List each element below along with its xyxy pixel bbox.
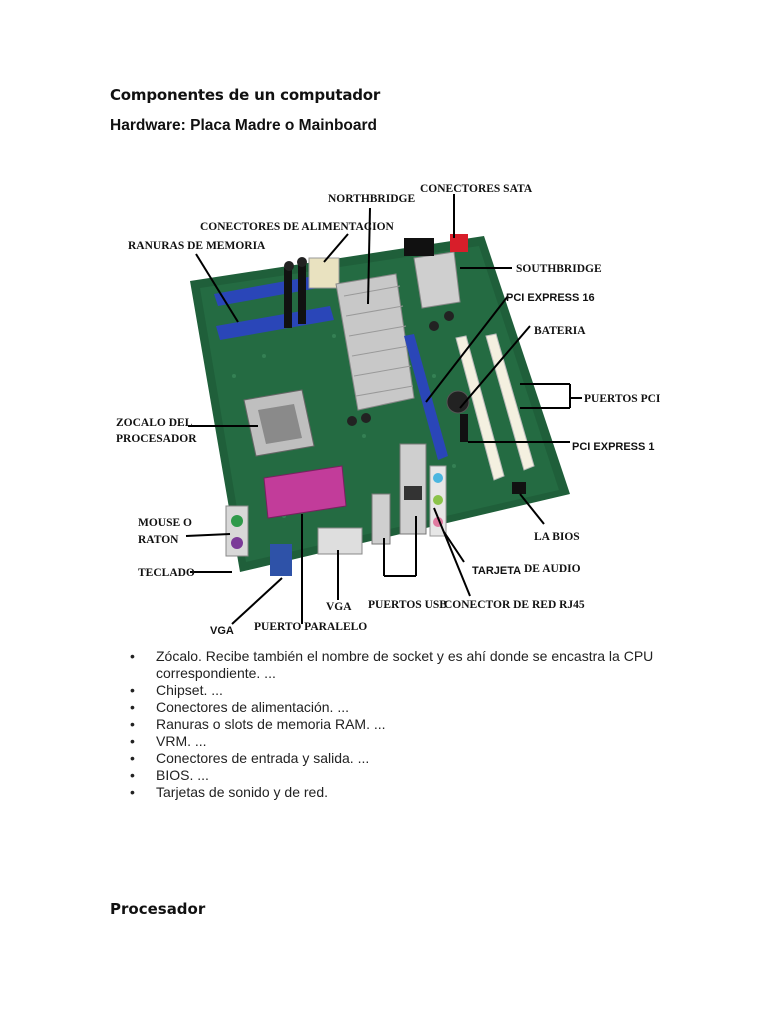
- label-bateria: BATERIA: [534, 325, 586, 337]
- vga-port-right: [318, 528, 362, 554]
- audio-jacks: [430, 466, 446, 536]
- list-item: BIOS. ...: [130, 767, 660, 784]
- sata-connectors: [404, 238, 434, 256]
- power-connector: [309, 258, 339, 288]
- label-conectores-alimentacion: CONECTORES DE ALIMENTACION: [200, 221, 395, 233]
- label-mouse-line2: RATON: [138, 534, 179, 546]
- label-pci-express-16: PCI EXPRESS 16: [506, 292, 595, 304]
- label-pci-express-1: PCI EXPRESS 1: [572, 441, 655, 453]
- label-zocalo-line1: ZOCALO DEL: [116, 417, 193, 429]
- cpu-socket: [244, 390, 314, 456]
- document-subtitle: Hardware: Placa Madre o Mainboard: [110, 117, 377, 135]
- vga-port-left: [270, 544, 292, 576]
- usb-ports: [372, 494, 390, 544]
- label-southbridge: SOUTHBRIDGE: [516, 263, 602, 275]
- list-item: Conectores de alimentación. ...: [130, 699, 660, 716]
- list-item: VRM. ...: [130, 733, 660, 750]
- label-tarjeta: TARJETA: [472, 565, 521, 577]
- label-mouse-line1: MOUSE O: [138, 517, 192, 529]
- list-item: Conectores de entrada y salida. ...: [130, 750, 660, 767]
- document-title: Componentes de un computador: [110, 86, 380, 104]
- list-item: Tarjetas de sonido y de red.: [130, 784, 660, 801]
- label-northbridge: NORTHBRIDGE: [328, 193, 415, 205]
- list-item: Zócalo. Recibe también el nombre de sock…: [130, 648, 660, 682]
- components-list: Zócalo. Recibe también el nombre de sock…: [130, 648, 660, 801]
- list-item: Chipset. ...: [130, 682, 660, 699]
- southbridge-heatsink: [414, 252, 460, 308]
- section-heading-procesador: Procesador: [110, 900, 205, 918]
- label-teclado: TECLADO: [138, 567, 195, 579]
- label-vga-right: VGA: [326, 601, 352, 613]
- label-la-bios: LA BIOS: [534, 531, 580, 543]
- motherboard-diagram: NORTHBRIDGE CONECTORES SATA CONECTORES D…: [104, 176, 664, 646]
- label-puertos-usb: PUERTOS USB: [368, 599, 447, 611]
- label-conector-red: CONECTOR DE RED RJ45: [444, 599, 585, 611]
- label-vga-left: VGA: [210, 625, 234, 637]
- list-item: Ranuras o slots de memoria RAM. ...: [130, 716, 660, 733]
- label-de-audio: DE AUDIO: [524, 563, 581, 575]
- label-conectores-sata: CONECTORES SATA: [420, 183, 533, 195]
- label-puerto-paralelo: PUERTO PARALELO: [254, 621, 367, 633]
- label-ranuras-memoria: RANURAS DE MEMORIA: [128, 240, 266, 252]
- label-puertos-pci: PUERTOS PCI: [584, 393, 661, 405]
- label-zocalo-line2: PROCESADOR: [116, 433, 197, 445]
- bios-chip: [512, 482, 526, 494]
